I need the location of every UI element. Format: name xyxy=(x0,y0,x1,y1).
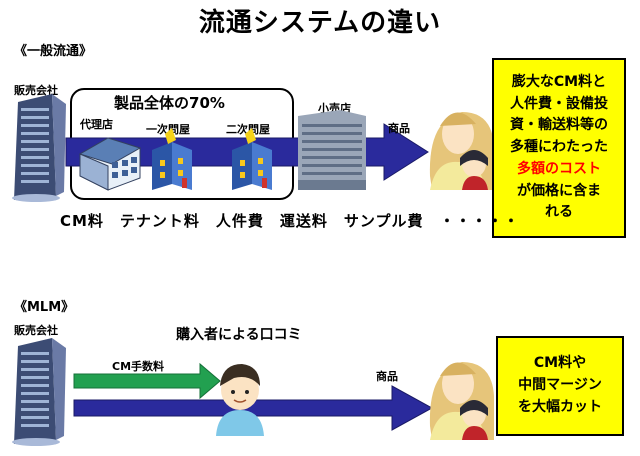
general-section-label: 《一般流通》 xyxy=(14,44,93,59)
agent-label: 代理店 xyxy=(80,118,113,131)
mlm-note-line-2: 中間マージン xyxy=(518,377,602,394)
general-note-line-5-highlight: 多額のコスト xyxy=(517,160,601,177)
general-cost-note: 膨大なCM料と 人件費・設備投 資・輸送料等の 多種にわたった 多額のコスト が… xyxy=(492,58,626,238)
general-note-line-7: れる xyxy=(545,204,573,221)
fee-label: CM手数料 xyxy=(112,360,165,373)
general-note-line-4: 多種にわたった xyxy=(510,139,608,156)
general-note-line-2: 人件費・設備投 xyxy=(510,95,608,112)
secondary-wholesaler-label: 二次問屋 xyxy=(226,123,270,136)
mlm-section-label: 《MLM》 xyxy=(14,300,75,315)
mlm-note-line-1: CM料や xyxy=(533,355,587,372)
page-title: 流通システムの違い xyxy=(198,8,442,38)
general-note-line-6: が価格に含ま xyxy=(517,182,601,199)
mlm-product-label: 商品 xyxy=(376,370,398,383)
mlm-note-line-3: を大幅カット xyxy=(518,398,602,415)
general-note-line-3: 資・輸送料等の xyxy=(510,117,608,134)
general-maker-label: 販売会社 xyxy=(14,84,58,97)
mlm-maker-label: 販売会社 xyxy=(14,324,58,337)
primary-wholesaler-label: 一次問屋 xyxy=(146,123,190,136)
box-share-label: 製品全体の70% xyxy=(114,94,225,112)
general-costs-list: CM料 テナント料 人件費 運送料 サンプル費 ・・・・・ xyxy=(60,212,520,230)
general-note-line-1: 膨大なCM料と xyxy=(511,74,607,91)
word-of-mouth-label: 購入者による口コミ xyxy=(176,327,302,343)
mlm-saving-note: CM料や 中間マージン を大幅カット xyxy=(496,336,624,436)
general-product-label: 商品 xyxy=(388,122,410,135)
